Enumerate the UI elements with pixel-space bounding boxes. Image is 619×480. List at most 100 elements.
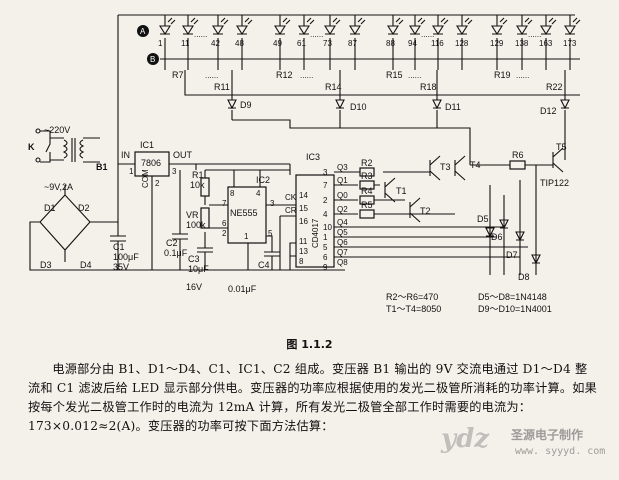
ic3-q-label: Q4 — [337, 218, 348, 227]
note-transistors: T1～T4=8050 — [386, 304, 441, 314]
led-diode — [212, 25, 224, 36]
ic2-pin-3: 3 — [270, 199, 275, 208]
led-light-icon — [464, 17, 473, 25]
transistor-symbol — [454, 155, 466, 181]
d3-label: D3 — [40, 260, 52, 270]
ic2-timer — [227, 186, 267, 244]
led-light-icon — [332, 17, 341, 25]
ic2-pin-4: 4 — [256, 189, 261, 198]
c1-label: C1 — [113, 242, 125, 252]
ic3-label: IC3 — [306, 152, 320, 162]
c3-value: 10μF — [188, 264, 209, 274]
d9-label: D9 — [240, 100, 252, 110]
ic2-pin-1: 1 — [244, 232, 249, 241]
ic2-part: NE555 — [230, 208, 258, 218]
ic3-right-pin: 10 — [323, 223, 332, 232]
led-number: 88 — [386, 39, 395, 48]
r11-label: R11 — [214, 82, 230, 92]
ic3-right-pin: 4 — [323, 210, 328, 219]
led-diode — [236, 25, 248, 36]
led-number: 11 — [181, 39, 190, 48]
r7-label: R7 — [172, 70, 184, 80]
ic3-part: CD4017 — [311, 218, 320, 248]
d6-diode — [499, 219, 509, 230]
watermark-logo: ydz — [441, 424, 490, 454]
c1-voltage: 35V — [113, 262, 129, 272]
led-diode — [324, 25, 336, 36]
base-resistor-label: R2 — [361, 158, 373, 168]
r19-label: R19 — [494, 70, 511, 80]
base-resistor — [359, 180, 375, 190]
led-diode — [349, 25, 361, 36]
r12-label: R12 — [276, 70, 293, 80]
transistor-label: T2 — [420, 206, 431, 216]
d5-label: D5 — [477, 214, 489, 224]
figure-caption: 图 1.1.2 — [286, 338, 333, 351]
led-diode — [159, 25, 171, 36]
ic1-part: 7806 — [141, 158, 161, 168]
led-light-icon — [395, 17, 404, 25]
ic3-right-pin: 1 — [323, 233, 328, 242]
led-light-icon — [524, 17, 533, 25]
led-number: 73 — [323, 39, 332, 48]
mains-terminal-bottom — [35, 157, 41, 163]
transistor-label: T1 — [396, 186, 407, 196]
ic3-counter — [295, 174, 335, 268]
led-diode — [387, 25, 399, 36]
led-diode — [409, 25, 421, 36]
transistor-symbol — [409, 197, 421, 223]
cr-label: CR — [285, 206, 297, 215]
d5-diode — [485, 227, 495, 238]
ic2-pin-2: 2 — [222, 229, 227, 238]
ic3-left-pin: 13 — [299, 247, 308, 256]
led-light-icon — [220, 17, 229, 25]
led-diode — [516, 25, 528, 36]
ck-label: CK — [285, 193, 297, 202]
led-light-icon — [167, 17, 176, 25]
t5-label: T5 — [556, 142, 567, 152]
led-number: 94 — [408, 39, 417, 48]
d9-diode — [227, 99, 237, 110]
ic3-q-label: Q7 — [337, 248, 348, 257]
c2-value: 0.1μF — [164, 248, 188, 258]
ic3-right-pin: 5 — [323, 243, 328, 252]
bus-a-marker — [137, 25, 149, 37]
led-number: 1 — [158, 39, 163, 48]
base-resistor-label: R4 — [361, 186, 373, 196]
r1-label: R1 — [192, 170, 204, 180]
led-number: 48 — [235, 39, 244, 48]
ic1-com-label: COM — [141, 169, 150, 188]
led-diode — [564, 25, 576, 36]
led-number: 61 — [297, 39, 306, 48]
c4-value: 0.01μF — [228, 284, 257, 294]
dots-3: ...... — [408, 71, 421, 80]
c4-label: C4 — [258, 260, 270, 270]
base-resistor — [359, 209, 375, 219]
ic3-right-pin: 7 — [323, 181, 328, 190]
transformer-label: B1 — [96, 162, 108, 172]
dots-2: ...... — [300, 71, 313, 80]
led-number: 129 — [490, 39, 504, 48]
ic2-pin-7: 7 — [222, 199, 227, 208]
bus-a-label: A — [140, 27, 146, 36]
vr-value: 100k — [186, 220, 206, 230]
ic3-q-label: Q8 — [337, 258, 348, 267]
ic3-q-label: Q5 — [337, 228, 348, 237]
ic2-pin-5: 5 — [268, 229, 273, 238]
base-resistor — [359, 195, 375, 205]
transistor-symbol — [429, 155, 441, 181]
ic3-left-pin: 14 — [299, 191, 308, 200]
led-light-icon — [190, 17, 199, 25]
ic3-right-pin: 2 — [323, 196, 328, 205]
d12-label: D12 — [540, 106, 557, 116]
r18-label: R18 — [420, 82, 437, 92]
ic3-right-pin: 3 — [323, 168, 328, 177]
r15-label: R15 — [386, 70, 403, 80]
led-diode — [274, 25, 286, 36]
bus-b-marker — [147, 53, 159, 65]
ic3-left-pin: 8 — [299, 257, 304, 266]
